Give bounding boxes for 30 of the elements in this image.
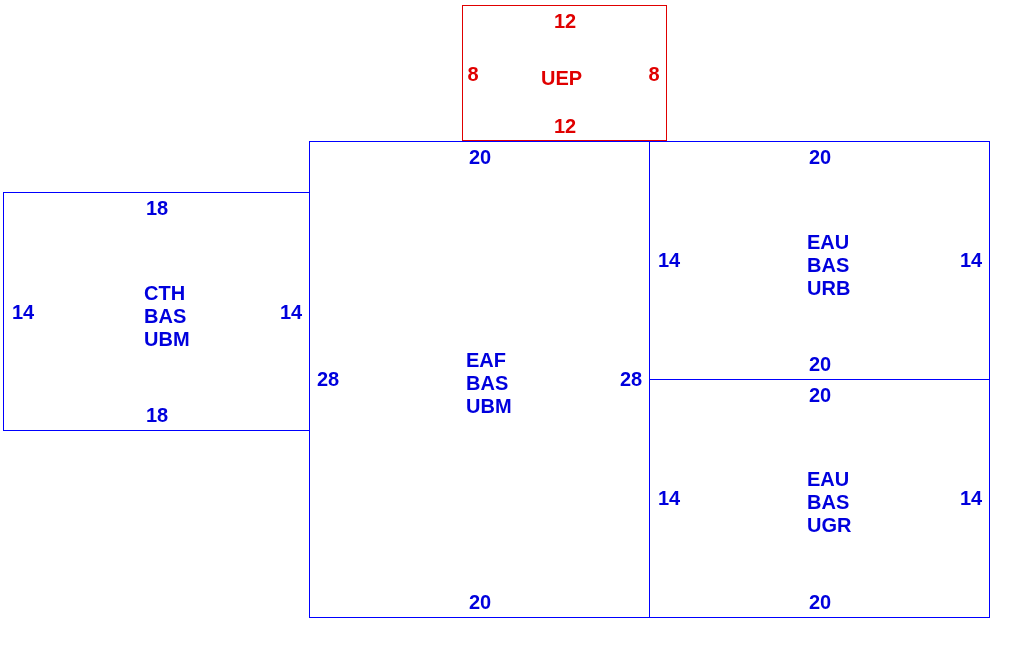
- room-box: [309, 141, 650, 618]
- room-code: CTH BAS UBM: [144, 281, 191, 351]
- dimension-label: 20: [808, 592, 832, 612]
- room-box: [649, 379, 990, 618]
- dimension-label: 28: [619, 369, 643, 389]
- dimension-label: 14: [279, 302, 303, 322]
- dimension-label: 8: [648, 64, 660, 84]
- room-box: [462, 5, 667, 141]
- dimension-label: 14: [657, 250, 681, 270]
- dimension-label: 14: [959, 488, 983, 508]
- dimension-label: 20: [468, 592, 492, 612]
- dimension-label: 20: [808, 354, 832, 374]
- dimension-label: 12: [553, 11, 577, 31]
- room-code: UEP: [541, 66, 584, 90]
- dimension-label: 28: [316, 369, 340, 389]
- dimension-label: 20: [808, 147, 832, 167]
- room-code: EAU BAS UGR: [807, 467, 853, 537]
- dimension-label: 12: [553, 116, 577, 136]
- room-code: EAF BAS UBM: [466, 348, 513, 418]
- dimension-label: 20: [468, 147, 492, 167]
- dimension-label: 14: [657, 488, 681, 508]
- dimension-label: 14: [959, 250, 983, 270]
- room-box: [649, 141, 990, 380]
- dimension-label: 8: [467, 64, 479, 84]
- dimension-label: 18: [145, 405, 169, 425]
- room-code: EAU BAS URB: [807, 230, 852, 300]
- dimension-label: 14: [11, 302, 35, 322]
- dimension-label: 20: [808, 385, 832, 405]
- dimension-label: 18: [145, 198, 169, 218]
- room-box: [3, 192, 310, 431]
